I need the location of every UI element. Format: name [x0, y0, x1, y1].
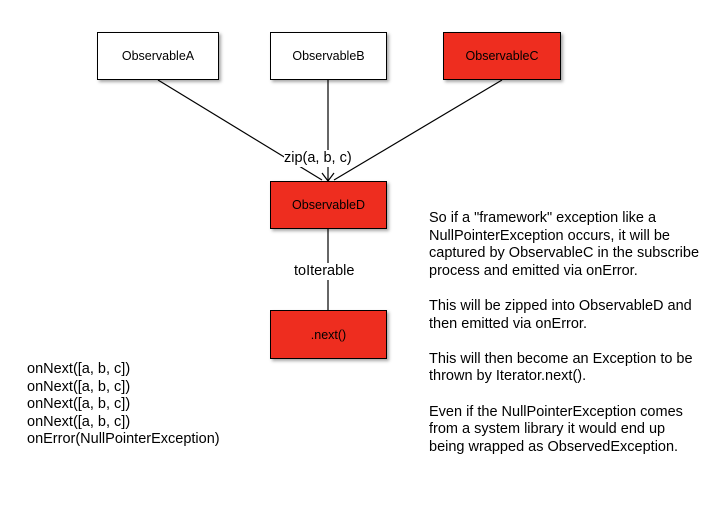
node-label: ObservableD [292, 198, 365, 212]
log-line: onNext([a, b, c]) [27, 413, 131, 430]
event-log: onNext([a, b, c]) onNext([a, b, c]) onNe… [27, 361, 220, 449]
log-line: onNext([a, b, c]) [27, 378, 131, 395]
note-paragraph: This will then become an Exception to be… [429, 350, 693, 385]
note-paragraph: This will be zipped into ObservableD and… [429, 297, 692, 332]
node-observable-d: ObservableD [270, 181, 387, 229]
node-observable-c: ObservableC [443, 32, 561, 80]
node-next: .next() [270, 310, 387, 359]
explanation-notes: So if a "framework" exception like a Nul… [429, 210, 701, 474]
edge-c-to-d [333, 79, 503, 181]
node-label: ObservableA [121, 49, 195, 63]
log-line: onNext([a, b, c]) [27, 396, 131, 413]
edge-label-to-iterable: toIterable [294, 263, 355, 280]
note-paragraph: So if a "framework" exception like a Nul… [429, 210, 700, 279]
log-line: onNext([a, b, c]) [27, 361, 131, 377]
node-label: ObservableC [465, 49, 539, 63]
edge-label-zip: zip(a, b, c) [284, 150, 352, 167]
note-paragraph: Even if the NullPointerException comes f… [429, 403, 683, 455]
node-observable-a: ObservableA [97, 32, 219, 80]
node-label: ObservableB [292, 49, 365, 63]
log-line: onError(NullPointerException) [27, 431, 220, 448]
node-label: .next() [310, 327, 347, 342]
node-observable-b: ObservableB [270, 32, 387, 80]
